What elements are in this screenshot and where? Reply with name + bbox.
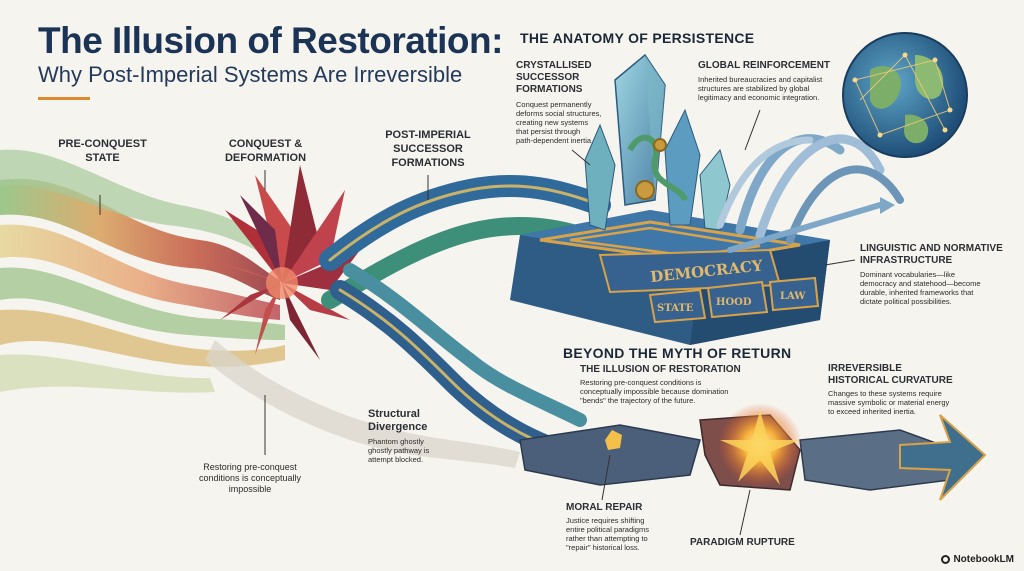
linguistic-title-line1: LINGUISTIC AND NORMATIVE [860,243,1003,254]
crystallised-title-line3: FORMATIONS [516,84,583,95]
moral-body: Justice requires shifting entire politic… [566,516,706,552]
stage-pre-conquest-line2: STATE [85,152,120,164]
beyond-heading: BEYOND THE MYTH OF RETURN [563,345,792,361]
irreversible-callout: IRREVERSIBLE HISTORICAL CURVATURE Change… [828,363,978,416]
irreversible-title-line1: IRREVERSIBLE [828,363,902,374]
linguistic-body: Dominant vocabularies—like democracy and… [860,270,1010,306]
page-title: The Illusion of Restoration: [38,20,503,61]
irreversible-body: Changes to these systems require massive… [828,389,978,416]
crystallised-body: Conquest permanently deforms social stru… [516,100,616,145]
page-subtitle: Why Post-Imperial Systems Are Irreversib… [38,62,463,87]
illusion-body: Restoring pre-conquest conditions is con… [580,378,780,405]
irreversible-title-line2: HISTORICAL CURVATURE [828,375,953,386]
stage-conquest-line2: DEFORMATION [224,152,307,164]
moral-callout: MORAL REPAIR Justice requires shifting e… [566,502,706,552]
anatomy-heading: THE ANATOMY OF PERSISTENCE [520,30,755,46]
structural-title-line1: Structural [368,408,420,420]
persistence-crystals [584,53,731,231]
crystallised-body-line3: creating new systems [516,118,589,127]
moral-body-line2: entire political paradigms [566,525,649,534]
restoring-note: Restoring pre-conquest conditions is con… [180,462,320,495]
title-underline [38,97,90,100]
global-title: GLOBAL REINFORCEMENT [698,60,831,71]
paradigm-rupture-label: PARADIGM RUPTURE [690,537,795,548]
illusion-body-line2: conceptually impossible because dominati… [580,387,729,396]
moral-body-line1: Justice requires shifting [566,516,645,525]
global-body-line2: structures are stabilized by global [698,84,810,93]
stage-post-imperial-line3: FORMATIONS [391,157,465,169]
global-arcs [716,134,904,253]
linguistic-title: LINGUISTIC AND NORMATIVE INFRASTRUCTURE [860,243,1010,267]
crystallised-body-line2: deforms social structures, [516,109,602,118]
irreversible-body-line2: massive symbolic or material energy [828,398,950,407]
restoring-note-line3: impossible [228,484,272,494]
stage-conquest: CONQUEST & DEFORMATION [218,137,313,165]
notebooklm-logo-text: NotebookLM [953,554,1014,565]
linguistic-title-line2: INFRASTRUCTURE [860,255,953,266]
crystallised-body-line5: path-dependent inertia. [516,136,594,145]
linguistic-body-line1: Dominant vocabularies—like [860,270,956,279]
stage-post-imperial: POST-IMPERIAL SUCCESSOR FORMATIONS [378,128,478,170]
stage-post-imperial-line2: SUCCESSOR [393,143,463,155]
globe [842,32,968,158]
block-law-text: LAW [780,291,806,302]
irreversible-title: IRREVERSIBLE HISTORICAL CURVATURE [828,363,978,387]
leader-lines [99,109,856,536]
illusion-title: THE ILLUSION OF RESTORATION [580,364,741,375]
moral-body-line3: rather than attempting to [566,534,648,543]
notebooklm-logo: NotebookLM [941,554,1014,565]
illusion-body-line1: Restoring pre-conquest conditions is [580,378,702,387]
moral-body-line4: "repair" historical loss. [566,543,640,552]
global-body-line1: Inherited bureaucracies and capitalist [698,75,823,84]
stage-conquest-line1: CONQUEST & [228,138,303,150]
moral-title: MORAL REPAIR [566,502,643,513]
global-body: Inherited bureaucracies and capitalist s… [698,75,848,102]
structural-title: Structural Divergence [368,408,468,434]
structural-body-line2: ghostly pathway is [368,446,430,455]
crystallised-body-line4: that persist through [516,127,581,136]
crystallised-title: CRYSTALLISED SUCCESSOR FORMATIONS [516,60,616,96]
stage-pre-conquest-line1: PRE-CONQUEST [58,138,147,150]
broken-path [519,403,987,501]
linguistic-body-line2: democracy and statehood—become [860,279,981,288]
stage-pre-conquest: PRE-CONQUEST STATE [55,137,150,165]
notebooklm-logo-icon [941,555,951,564]
linguistic-body-line3: durable, inherited frameworks that [860,288,974,297]
block-state-text: STATE [657,303,694,314]
structural-body-line1: Phantom ghostly [368,437,424,446]
illusion-body-line3: "bends" the trajectory of the future. [580,396,696,405]
pre-conquest-streams [0,149,520,468]
crystallised-title-line1: CRYSTALLISED [516,60,592,71]
irreversible-body-line1: Changes to these systems require [828,389,942,398]
structural-body: Phantom ghostly ghostly pathway is attem… [368,437,468,464]
crystallised-body-line1: Conquest permanently [516,100,592,109]
block-hood-text: HOOD [716,297,752,308]
structural-body-line3: attempt blocked. [368,455,424,464]
irreversible-body-line3: to exceed inherited inertia. [828,407,916,416]
structural-title-line2: Divergence [368,421,428,433]
structural-callout: Structural Divergence Phantom ghostly gh… [368,408,468,464]
stage-post-imperial-line1: POST-IMPERIAL [385,129,471,141]
illusion-callout: THE ILLUSION OF RESTORATION Restoring pr… [580,364,780,405]
crystallised-callout: CRYSTALLISED SUCCESSOR FORMATIONS Conque… [516,60,616,145]
crystallised-title-line2: SUCCESSOR [516,72,580,83]
global-callout: GLOBAL REINFORCEMENT Inherited bureaucra… [698,60,848,102]
linguistic-callout: LINGUISTIC AND NORMATIVE INFRASTRUCTURE … [860,243,1010,306]
restoring-note-line2: conditions is conceptually [198,473,302,483]
global-body-line3: legitimacy and economic integration. [698,93,820,102]
linguistic-body-line4: dictate political possibilities. [860,297,952,306]
restoring-note-line1: Restoring pre-conquest [203,462,297,472]
word-blocks: DEMOCRACY STATE HOOD LAW [598,248,820,324]
